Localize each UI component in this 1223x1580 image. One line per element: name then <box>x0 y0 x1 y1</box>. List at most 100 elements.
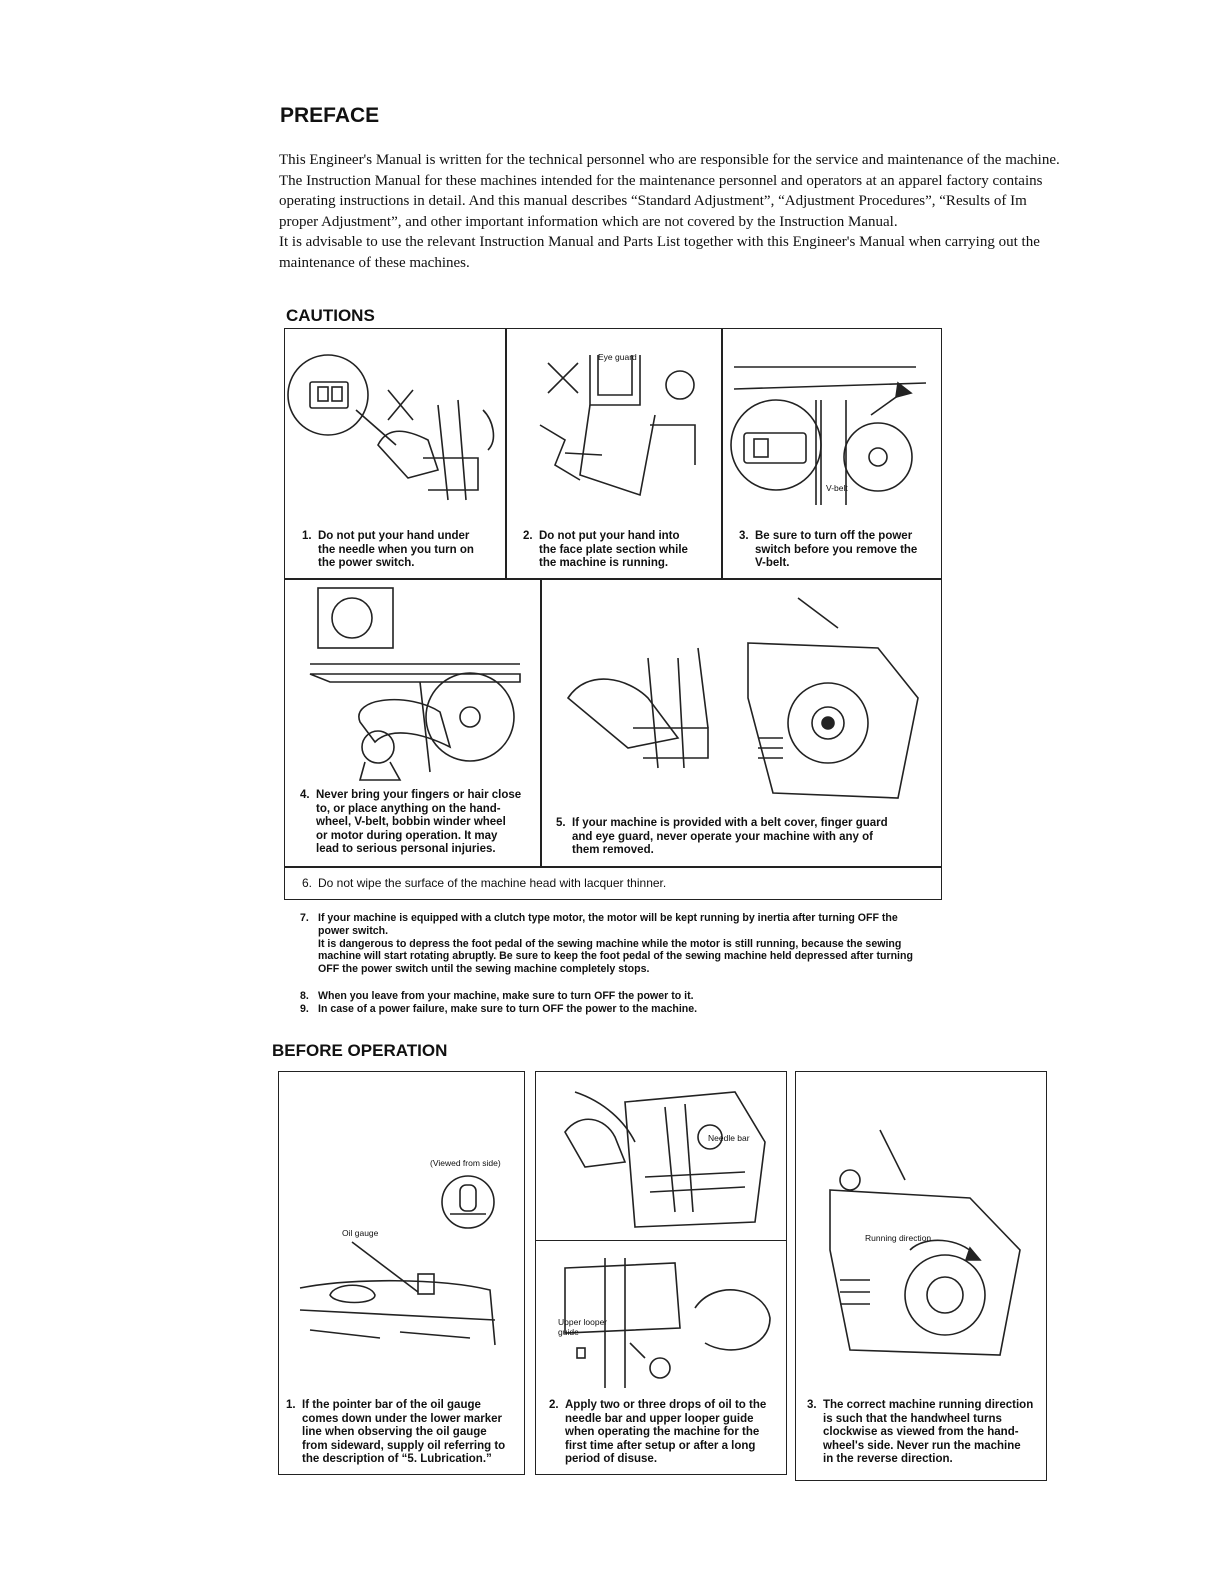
caption-line: period of disuse. <box>565 1453 658 1466</box>
caption-number: 2. <box>523 530 533 542</box>
note-9: 9. In case of a power failure, make sure… <box>300 1003 698 1016</box>
preface-line: maintenance of these machines. <box>279 254 470 271</box>
preface-line: proper Adjustment”, and other important … <box>279 213 898 230</box>
before-2-caption: 2. Apply two or three drops of oil to th… <box>549 1399 767 1467</box>
note-number: 9. <box>300 1003 309 1015</box>
needle-bar-label: Needle bar <box>708 1133 750 1143</box>
caption-line: Do not put your hand into <box>539 530 680 542</box>
caption-line: first time after setup or after a long <box>565 1439 756 1452</box>
note-line: If your machine is equipped with a clutc… <box>318 912 898 924</box>
caution-4-caption: 4. Never bring your fingers or hair clos… <box>300 789 522 857</box>
caution-panel-5 <box>540 578 942 868</box>
caption-line: If the pointer bar of the oil gauge <box>302 1399 481 1411</box>
caption-number: 5. <box>556 817 566 829</box>
caution-panel-3 <box>721 328 942 580</box>
viewed-from-side-label: (Viewed from side) <box>430 1158 501 1168</box>
caption-line: Do not wipe the surface of the machine h… <box>318 876 667 890</box>
caption-line: wheel's side. Never run the machine <box>823 1439 1021 1452</box>
caution-panel-1 <box>284 328 507 580</box>
caption-line: the needle when you turn on <box>318 543 474 556</box>
oil-gauge-label: Oil gauge <box>342 1228 379 1238</box>
caution-1-illustration <box>287 354 495 501</box>
caption-line: clockwise as viewed from the hand- <box>823 1426 1019 1439</box>
label-line: guide <box>558 1327 579 1337</box>
caption-number: 2. <box>549 1399 559 1411</box>
caption-line: and eye guard, never operate your machin… <box>572 830 873 843</box>
caption-line: them removed. <box>572 844 654 857</box>
note-line: machine will start rotating abruptly. Be… <box>318 950 913 963</box>
caution-2-illustration <box>539 355 696 497</box>
caption-line: wheel, V-belt, bobbin winder wheel <box>316 816 506 829</box>
preface-line: The Instruction Manual for these machine… <box>279 172 1043 189</box>
caution-panel-6 <box>284 866 942 900</box>
caption-line: needle bar and upper looper guide <box>565 1412 754 1425</box>
caption-line: the machine is running. <box>539 557 669 570</box>
caption-number: 3. <box>739 530 749 542</box>
caution-3-caption: 3. Be sure to turn off the power switch … <box>739 530 918 571</box>
before-2-illustration-bottom <box>564 1258 771 1388</box>
note-line: OFF the power switch until the sewing ma… <box>318 963 650 976</box>
caption-line: in the reverse direction. <box>823 1453 953 1466</box>
note-8: 8. When you leave from your machine, mak… <box>300 990 694 1003</box>
caution-panel-4 <box>284 578 542 868</box>
caution-5-illustration <box>566 597 919 799</box>
caption-number: 3. <box>807 1399 817 1411</box>
eye-guard-label: Eye guard <box>598 352 637 362</box>
before-panel-3 <box>795 1071 1047 1481</box>
caption-line: the power switch. <box>318 557 415 570</box>
before-2-divider <box>536 1240 786 1241</box>
v-belt-label: V-belt <box>826 483 848 493</box>
preface-body: This Engineer's Manual is written for th… <box>279 150 1149 274</box>
caption-line: line when observing the oil gauge <box>302 1426 487 1439</box>
before-panel-1 <box>278 1071 525 1475</box>
caution-5-caption: 5. If your machine is provided with a be… <box>556 817 888 858</box>
before-operation-title: BEFORE OPERATION <box>272 1041 448 1060</box>
note-line: When you leave from your machine, make s… <box>318 990 694 1002</box>
caption-line: V-belt. <box>755 557 790 570</box>
before-3-caption: 3. The correct machine running direction… <box>807 1399 1034 1467</box>
caption-line: The correct machine running direction <box>823 1399 1034 1411</box>
note-line: power switch. <box>318 924 389 937</box>
caption-line: the face plate section while <box>539 543 688 556</box>
caption-number: 6. <box>302 876 313 890</box>
caption-line: lead to serious personal injuries. <box>316 843 496 856</box>
before-1-illustration <box>299 1175 496 1346</box>
caption-line: If your machine is provided with a belt … <box>572 817 888 829</box>
caption-number: 1. <box>302 530 312 542</box>
caution-2-caption: 2. Do not put your hand into the face pl… <box>523 530 688 571</box>
caption-number: 1. <box>286 1399 296 1411</box>
caution-1-caption: 1. Do not put your hand under the needle… <box>302 530 474 571</box>
preface-line: operating instructions in detail. And th… <box>279 193 1027 210</box>
before-panel-2 <box>535 1071 787 1475</box>
caption-line: Do not put your hand under <box>318 530 470 542</box>
caution-6-caption: 6. Do not wipe the surface of the machin… <box>302 876 667 891</box>
note-number: 7. <box>300 912 309 924</box>
caption-line: when operating the machine for the <box>565 1426 760 1439</box>
caution-3-illustration <box>730 366 927 505</box>
before-2-illustration-top <box>564 1091 766 1228</box>
caption-line: the description of “5. Lubrication.” <box>302 1453 492 1466</box>
caption-line: Never bring your fingers or hair close <box>316 789 522 801</box>
preface-line: This Engineer's Manual is written for th… <box>279 152 1060 168</box>
caption-line: Be sure to turn off the power <box>755 530 913 542</box>
upper-looper-guide-label: Upper looper guide <box>558 1317 607 1337</box>
caption-line: from sideward, supply oil referring to <box>302 1439 506 1452</box>
label-line: Upper looper <box>558 1317 608 1327</box>
caution-panel-2 <box>505 328 723 580</box>
caution-4-illustration <box>309 587 521 781</box>
note-line: It is dangerous to depress the foot peda… <box>318 937 902 950</box>
caption-line: to, or place anything on the hand- <box>316 802 501 815</box>
running-direction-label: Running direction <box>865 1233 932 1243</box>
caption-line: comes down under the lower marker <box>302 1412 503 1425</box>
note-number: 8. <box>300 990 309 1002</box>
preface-line: It is advisable to use the relevant Inst… <box>279 234 1040 251</box>
before-3-illustration <box>829 1129 1021 1356</box>
preface-title: PREFACE <box>280 104 380 127</box>
caption-line: or motor during operation. It may <box>316 829 498 842</box>
note-7: 7. If your machine is equipped with a cl… <box>300 912 913 976</box>
caption-number: 4. <box>300 789 310 801</box>
caption-line: is such that the handwheel turns <box>823 1412 1002 1425</box>
caption-line: Apply two or three drops of oil to the <box>565 1399 767 1411</box>
caption-line: switch before you remove the <box>755 543 918 556</box>
note-line: In case of a power failure, make sure to… <box>318 1003 698 1015</box>
